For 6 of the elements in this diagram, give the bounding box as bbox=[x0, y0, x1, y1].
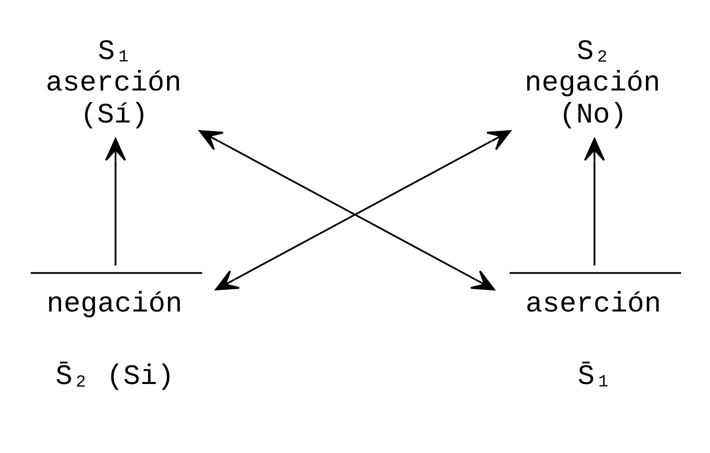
node-text: S₁ aserción (Sí) bbox=[46, 35, 182, 131]
node-text: negación S̄₂ (Si) bbox=[46, 288, 182, 392]
node-text: S₂ negación (No) bbox=[524, 35, 660, 131]
arrow bbox=[105, 138, 126, 266]
arrow bbox=[584, 138, 605, 266]
node-text: aserción S̄₁ bbox=[526, 288, 662, 392]
